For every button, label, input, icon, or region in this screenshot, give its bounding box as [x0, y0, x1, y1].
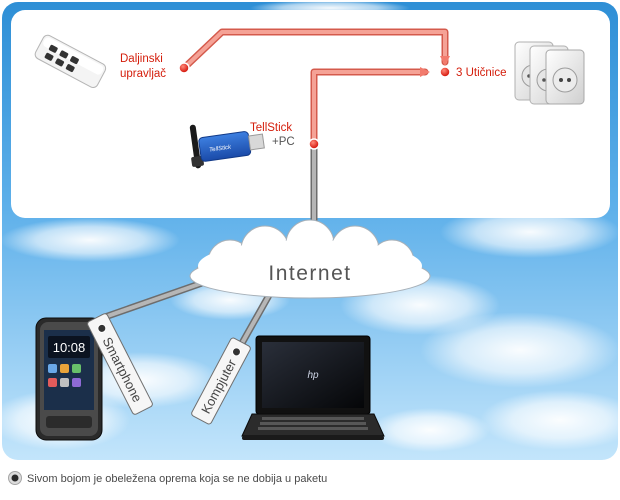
tellstick-pc-label: +PC — [272, 136, 295, 148]
red-dots — [178, 62, 451, 150]
usb-stick-brand: TellStick — [209, 144, 233, 153]
remote-label-line2: upravljač — [120, 68, 166, 80]
laptop-icon: hp — [241, 335, 385, 440]
sockets-label: 3 Utičnice — [456, 67, 507, 79]
gray-connectors-devices — [100, 278, 276, 354]
tellstick-label: TellStick — [250, 122, 292, 134]
legend: Sivom bojom je obeležena oprema koja se … — [8, 471, 327, 485]
power-socket-icon — [514, 41, 585, 105]
legend-text: Sivom bojom je obeležena oprema koja se … — [27, 473, 327, 485]
internet-label: Internet — [268, 262, 351, 285]
usb-stick-icon: TellStick — [189, 124, 265, 169]
laptop-brand: hp — [307, 370, 319, 381]
smartphone-icon: 10:08 — [35, 317, 103, 441]
phone-clock: 10:08 — [53, 340, 86, 355]
remote-label-line1: Daljinski — [120, 53, 163, 65]
cloud-icon — [189, 219, 431, 299]
red-connectors — [180, 28, 450, 148]
remote-control-icon — [34, 34, 107, 89]
